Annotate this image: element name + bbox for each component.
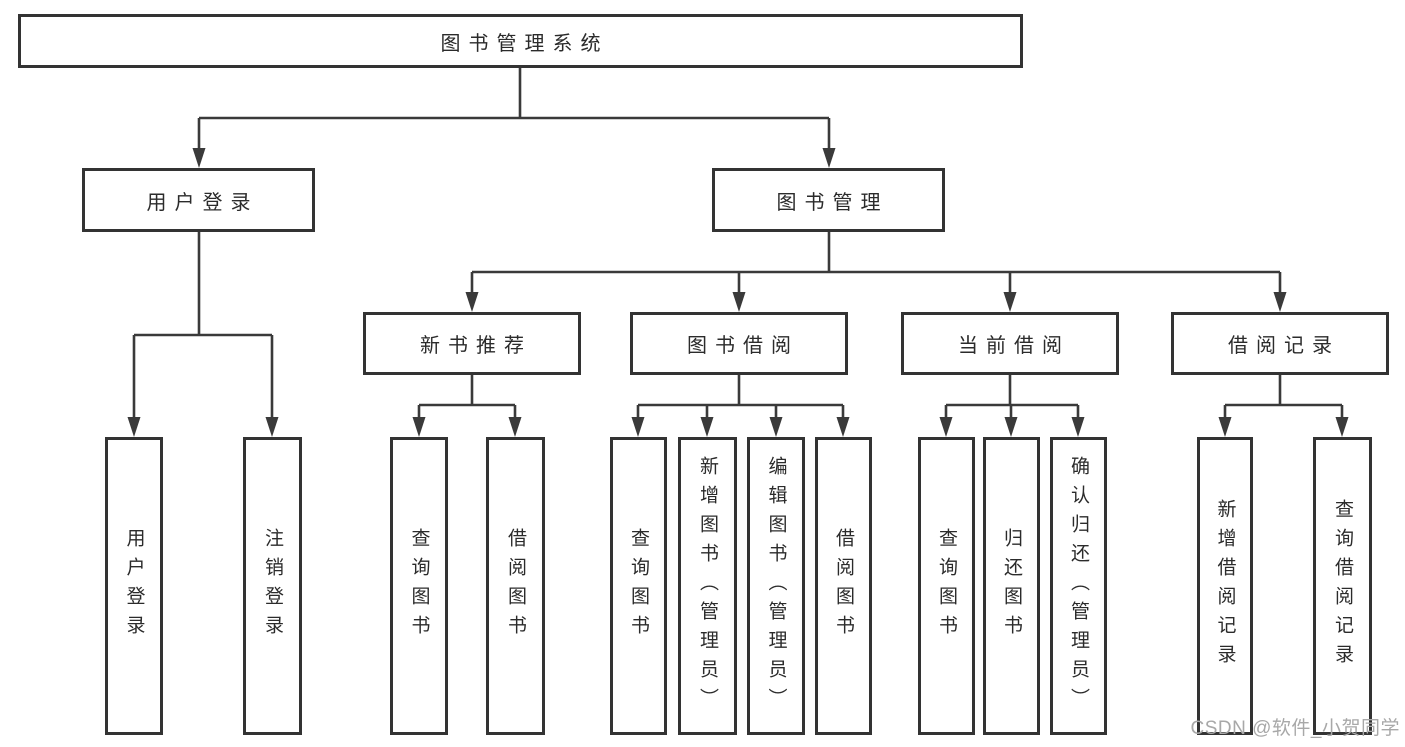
leaf-user-login: 用户登录: [105, 437, 163, 735]
leaf-query-borrow-record: 查询借阅记录: [1313, 437, 1372, 735]
leaf-add-borrow-record: 新增借阅记录: [1197, 437, 1253, 735]
node-label: 查询图书: [408, 528, 430, 644]
node-borrow-records: 借阅记录: [1171, 312, 1389, 375]
node-label: 新增借阅记录: [1214, 499, 1236, 673]
node-label: 图书管理: [776, 191, 889, 214]
node-new-book-recommend: 新书推荐: [363, 312, 581, 375]
leaf-query-books-current: 查询图书: [918, 437, 975, 735]
node-label: 查询借阅记录: [1332, 499, 1353, 673]
node-label: 用户登录: [123, 528, 145, 644]
node-label: 当前借阅: [958, 335, 1070, 357]
leaf-borrow-books: 借阅图书: [815, 437, 872, 735]
node-current-borrow: 当前借阅: [901, 312, 1119, 375]
node-label: 查询图书: [936, 528, 957, 644]
node-label: 新书推荐: [420, 335, 532, 357]
node-book-borrow: 图书借阅: [630, 312, 848, 375]
leaf-confirm-return-admin: 确认归还（管理员）: [1050, 437, 1107, 735]
node-label: 借阅图书: [505, 528, 526, 644]
leaf-borrow-books-recommend: 借阅图书: [486, 437, 545, 735]
node-book-management: 图书管理: [712, 168, 945, 232]
node-label: 新增图书（管理员）: [697, 455, 718, 717]
leaf-return-books: 归还图书: [983, 437, 1040, 735]
node-label: 借阅图书: [833, 528, 854, 644]
node-label: 查询图书: [628, 528, 649, 644]
node-library-management-system: 图书管理系统: [18, 14, 1023, 68]
node-label: 用户登录: [146, 191, 259, 214]
leaf-edit-book-admin: 编辑图书（管理员）: [747, 437, 805, 735]
leaf-query-books-borrow: 查询图书: [610, 437, 667, 735]
node-label: 图书借阅: [687, 335, 799, 357]
node-label: 确认归还（管理员）: [1068, 455, 1089, 717]
node-label: 编辑图书（管理员）: [765, 455, 787, 717]
node-label: 归还图书: [1001, 528, 1022, 644]
leaf-logout: 注销登录: [243, 437, 302, 735]
leaf-query-books-recommend: 查询图书: [390, 437, 448, 735]
csdn-watermark: CSDN @软件_小贺同学: [1190, 718, 1400, 739]
node-label: 图书管理系统: [440, 32, 609, 55]
node-user-login: 用户登录: [82, 168, 315, 232]
leaf-add-book-admin: 新增图书（管理员）: [678, 437, 737, 735]
node-label: 注销登录: [262, 528, 283, 644]
node-label: 借阅记录: [1228, 335, 1340, 357]
